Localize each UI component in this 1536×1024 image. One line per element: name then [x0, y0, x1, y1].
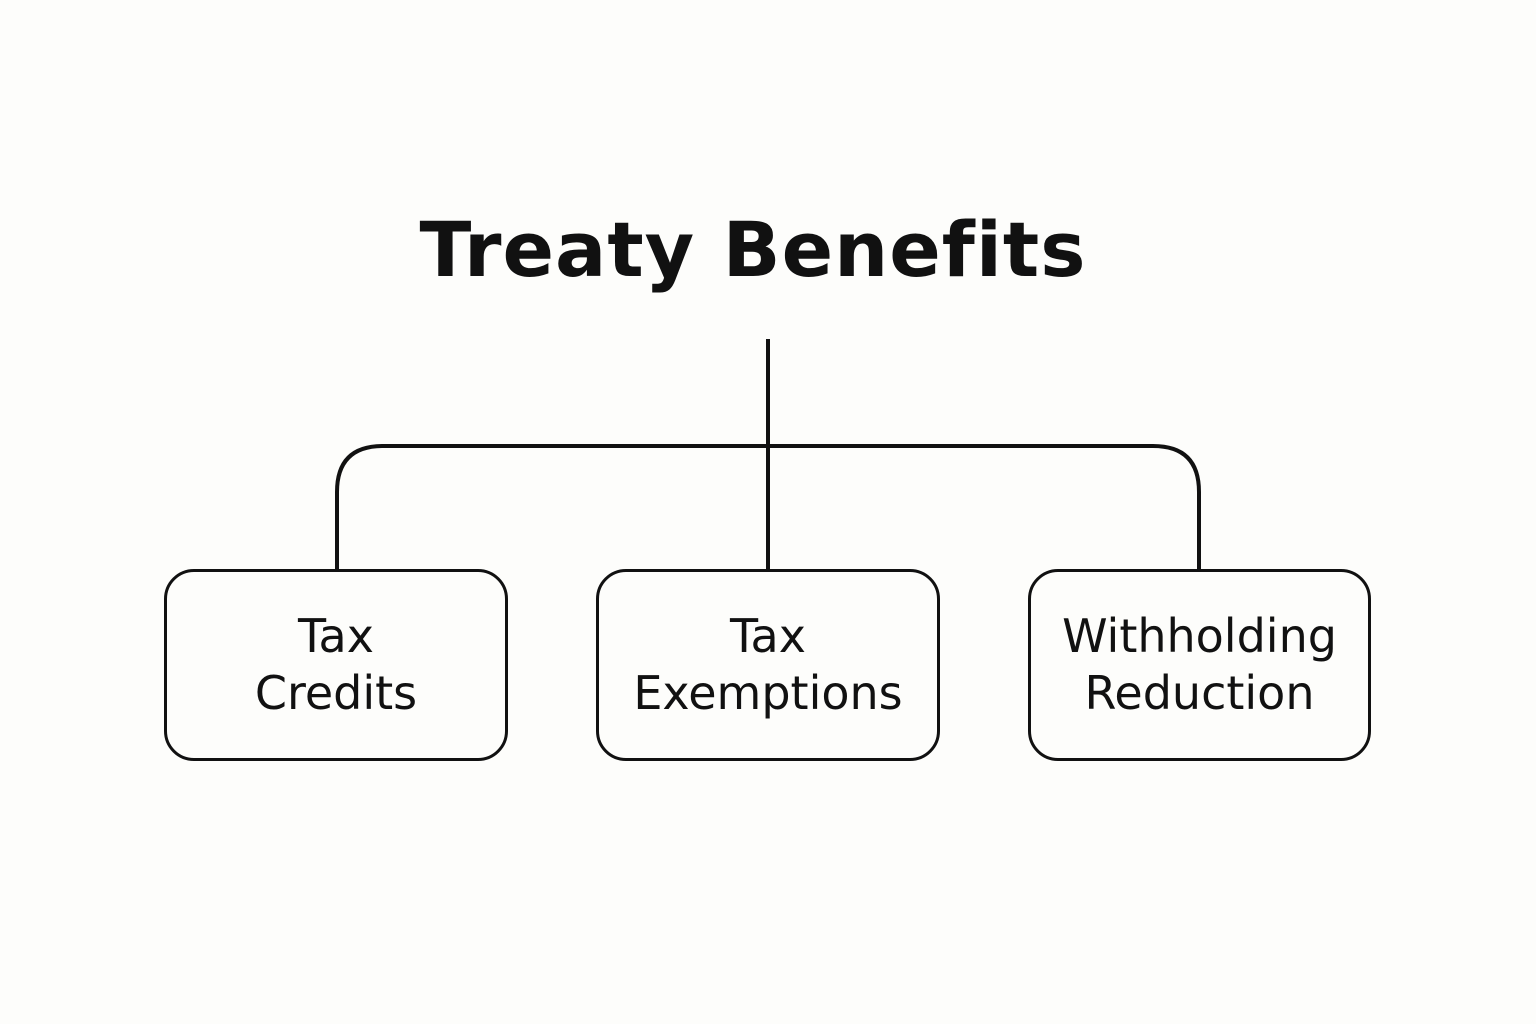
node-withholding-reduction: Withholding Reduction — [1028, 569, 1371, 761]
branch-connector — [335, 444, 1201, 569]
node-label-line: Withholding — [1062, 609, 1337, 663]
node-label-line: Tax — [730, 609, 806, 663]
node-label-line: Tax — [298, 609, 374, 663]
node-label-line: Exemptions — [633, 666, 903, 720]
node-tax-credits: Tax Credits — [164, 569, 508, 761]
node-label-line: Reduction — [1084, 666, 1315, 720]
node-tax-exemptions: Tax Exemptions — [596, 569, 940, 761]
diagram-title: Treaty Benefits — [419, 205, 1087, 294]
node-label-line: Credits — [254, 666, 418, 720]
